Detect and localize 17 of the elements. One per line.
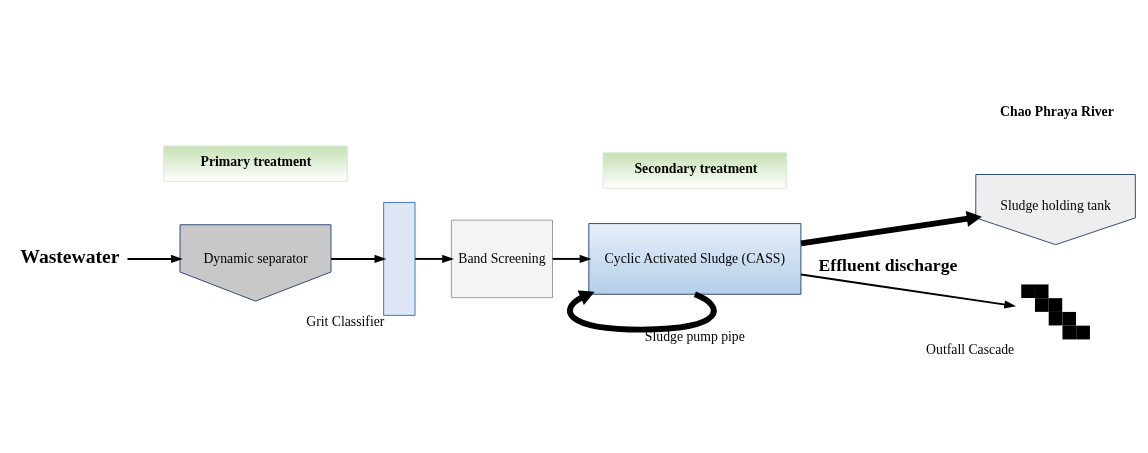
node-bar [383, 201, 416, 316]
edge-label: Effluent discharge [818, 254, 958, 275]
label: Chao Phraya River [1000, 103, 1114, 119]
arrow [800, 272, 1017, 309]
node-label: Grit Classifier [306, 313, 385, 329]
edge-label: Sludge pump pipe [644, 328, 745, 344]
node-box: Primary treatment [163, 145, 348, 182]
arrow [551, 254, 592, 263]
node-label: Outfall Cascade [926, 341, 1015, 357]
node-box: Cyclic Activated Sludge (CASS) [588, 222, 802, 295]
node-box: Band Screening [450, 219, 553, 298]
arrow [800, 210, 982, 246]
node-box: Secondary treatment [602, 151, 788, 189]
arrow [330, 254, 387, 263]
arrow [414, 254, 454, 263]
node-text: Wastewater [20, 245, 120, 267]
arrow [126, 254, 183, 263]
